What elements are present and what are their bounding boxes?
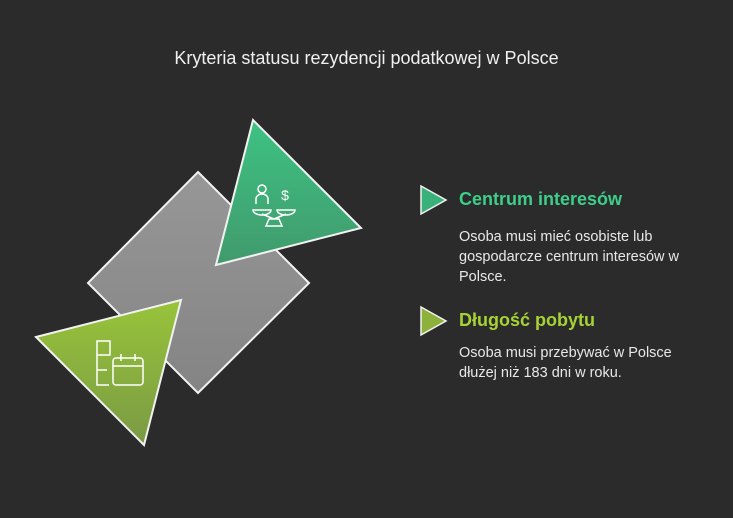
olive-triangle — [34, 298, 183, 447]
scales-person-money-icon: $ — [252, 184, 296, 227]
bullet-triangle-green-icon — [420, 184, 448, 216]
item-heading-centrum: Centrum interesów — [459, 189, 623, 209]
calendar-timeline-icon — [96, 340, 144, 386]
green-triangle — [214, 118, 363, 267]
bullet-triangle-olive-icon — [420, 305, 448, 337]
item-description-pobyt: Osoba musi przebywać w Polsce dłużej niż… — [459, 345, 672, 381]
diagram-title: Kryteria statusu rezydencji podatkowej w… — [174, 48, 559, 68]
svg-text:$: $ — [281, 187, 289, 203]
item-description-centrum: Osoba musi mieć osobiste lub gospodarcze… — [459, 229, 680, 285]
item-heading-pobyt: Długość pobytu — [459, 310, 595, 330]
